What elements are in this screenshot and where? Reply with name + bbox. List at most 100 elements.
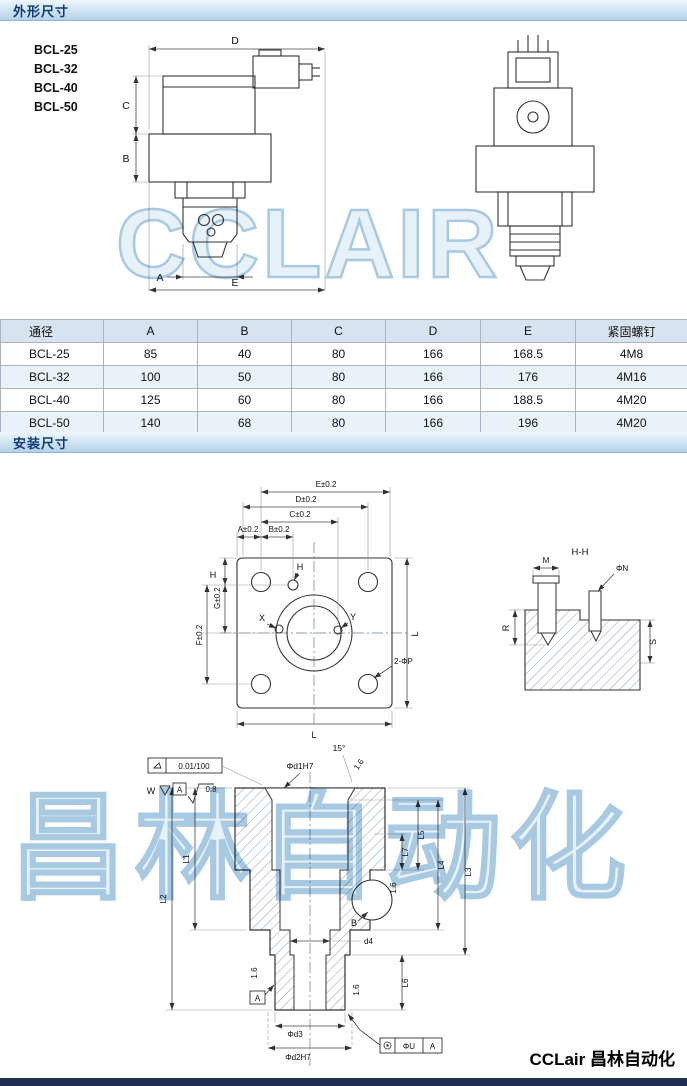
section-title-mounting: 安装尺寸 <box>13 435 70 451</box>
label-w: W <box>147 786 156 796</box>
col-header-a: A <box>103 319 198 343</box>
dim-label-m: M <box>543 556 550 565</box>
table-row: BCL-25 85 40 80 166 168.5 4M8 <box>0 342 687 366</box>
model-item: BCL-40 <box>34 81 78 95</box>
table-header-row: 通径 A B C D E 紧固螺钉 <box>0 319 687 343</box>
model-list: BCL-25 BCL-32 BCL-40 BCL-50 <box>34 41 78 117</box>
brand-footer: CCLair 昌林自动化 <box>529 1050 675 1069</box>
mounting-plate-drawing: E±0.2 D±0.2 C±0.2 A±0.2 B±0.2 H H G±0.2 … <box>195 480 658 740</box>
extension-lines <box>132 45 326 291</box>
cell-c: 80 <box>291 411 386 435</box>
dimension-lines <box>169 772 468 1051</box>
cell-b: 50 <box>197 365 292 389</box>
section-title-outline: 外形尺寸 <box>13 3 70 19</box>
centerlines <box>220 542 410 726</box>
table-row: BCL-32 100 50 80 166 176 4M16 <box>0 365 687 389</box>
dim-label-l6: L6 <box>401 978 410 987</box>
dim-label-b: B±0.2 <box>269 525 290 534</box>
outline-drawing-front-view: D C B A E <box>122 35 326 293</box>
cell-screw: 4M20 <box>575 388 687 412</box>
dim-label-s: S <box>648 639 658 645</box>
cell-c: 80 <box>291 342 386 366</box>
concentricity-icon-dot <box>386 1044 389 1047</box>
label-phi-n: ΦN <box>616 564 628 573</box>
cell-d: 166 <box>385 388 481 412</box>
col-header-b: B <box>197 319 292 343</box>
surface-roughness-icon <box>187 783 214 804</box>
hole-label-x: X <box>259 613 265 623</box>
cell-model: BCL-32 <box>0 365 104 389</box>
dim-label-a: A <box>156 272 163 284</box>
label-phi-u: ΦU <box>403 1042 415 1051</box>
section-title-hh: H-H <box>572 547 589 558</box>
cell-a: 140 <box>103 411 198 435</box>
dim-label-f: F±0.2 <box>195 624 204 645</box>
cell-a: 125 <box>103 388 198 412</box>
extension-lines <box>202 487 655 728</box>
cell-b: 60 <box>197 388 292 412</box>
dimension-lines <box>133 46 325 293</box>
cell-a: 100 <box>103 365 198 389</box>
col-header-diameter: 通径 <box>0 319 104 343</box>
valve-side-outline <box>475 35 595 281</box>
cell-screw: 4M8 <box>575 342 687 366</box>
tolerance-value: 0.01/100 <box>178 762 210 771</box>
dimension-lines <box>204 489 653 727</box>
cell-e: 196 <box>480 411 576 435</box>
model-item: BCL-50 <box>34 100 78 114</box>
dim-label-l1: L1 <box>182 854 191 863</box>
dim-label-d: D <box>231 35 239 47</box>
datum-label-a: A <box>255 994 261 1003</box>
dim-label-c: C <box>122 100 130 112</box>
dim-label-l-right: L <box>410 631 420 636</box>
dim-label-b: B <box>122 153 129 165</box>
extension-lines <box>166 754 470 1045</box>
cross-section-drawing: 0.01/100 W A 0.8 Φd1H7 15° 1.6 1.6 1.6 1… <box>147 743 473 1066</box>
col-header-e: E <box>480 319 576 343</box>
bottom-bar <box>0 1078 687 1086</box>
section-header-outline: 外形尺寸 <box>0 0 687 21</box>
section-header-mounting: 安装尺寸 <box>0 432 687 453</box>
col-header-c: C <box>291 319 386 343</box>
hh-section-view <box>524 575 641 691</box>
cell-model: BCL-40 <box>0 388 104 412</box>
cell-c: 80 <box>291 388 386 412</box>
label-d2: Φd2H7 <box>285 1053 311 1062</box>
roughness-0-8: 0.8 <box>205 785 217 794</box>
roughness-1-6: 1.6 <box>352 757 366 772</box>
datum-triangle-icon <box>159 785 171 796</box>
outline-drawing-side-view <box>475 35 595 281</box>
cartridge-section-body <box>234 772 393 1066</box>
dim-label-l4: L4 <box>437 860 446 869</box>
dim-label-d4: d4 <box>364 937 373 946</box>
dim-label-d: D±0.2 <box>295 495 317 504</box>
dim-label-l7: L7 <box>401 847 410 856</box>
dim-label-h: H <box>210 570 217 580</box>
cell-model: BCL-25 <box>0 342 104 366</box>
dim-label-e: E±0.2 <box>316 480 337 489</box>
dimension-labels: D C B A E <box>122 35 239 289</box>
cell-e: 168.5 <box>480 342 576 366</box>
roughness-1-6: 1.6 <box>250 967 259 979</box>
dim-label-l5: L5 <box>417 830 426 839</box>
hole-label-2fp: 2-ΦP <box>394 657 413 666</box>
cell-e: 188.5 <box>480 388 576 412</box>
cell-c: 80 <box>291 365 386 389</box>
hole-label-y: Y <box>350 612 356 622</box>
dim-label-l3: L3 <box>464 867 473 876</box>
roughness-1-6: 1.6 <box>389 882 398 894</box>
roughness-1-6: 1.6 <box>352 984 361 996</box>
col-header-d: D <box>385 319 481 343</box>
concentricity-icon <box>383 1041 392 1050</box>
dim-label-g: G±0.2 <box>213 587 222 609</box>
cell-d: 166 <box>385 365 481 389</box>
cell-screw: 4M16 <box>575 365 687 389</box>
flatness-icon <box>152 762 162 769</box>
label-d3: Φd3 <box>287 1030 303 1039</box>
cell-e: 176 <box>480 365 576 389</box>
dim-label-l-bottom: L <box>311 730 316 740</box>
datum-label-a: A <box>177 786 183 795</box>
hole-label-h: H <box>297 562 304 572</box>
dimension-labels: E±0.2 D±0.2 C±0.2 A±0.2 B±0.2 H H G±0.2 … <box>195 480 658 740</box>
